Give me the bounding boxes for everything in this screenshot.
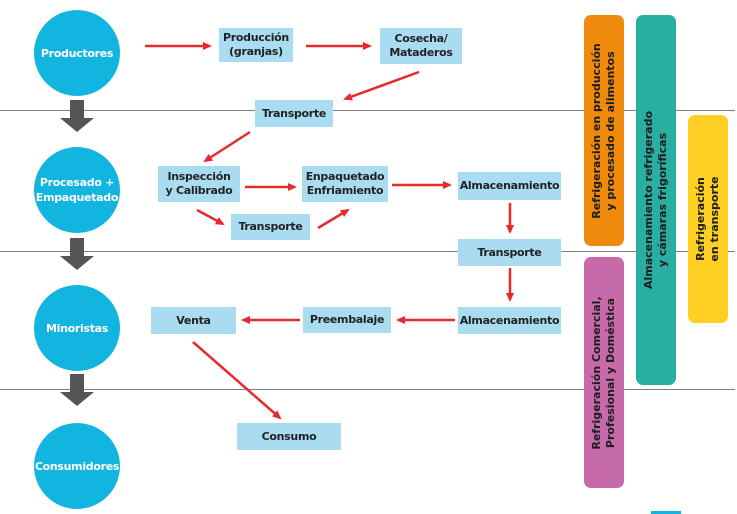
divider-line-2 <box>0 251 735 252</box>
box-transporte-3: Transporte <box>458 239 561 266</box>
divider-line-3 <box>0 389 735 390</box>
stage-arrow-1 <box>60 100 94 132</box>
flow-arrow-venta-consumo <box>192 341 282 420</box>
box-preembalaje: Preembalaje <box>303 307 391 333</box>
stage-procesado: Procesado + Empaquetado <box>34 147 120 233</box>
box-consumo: Consumo <box>237 423 341 450</box>
stage-minoristas: Minoristas <box>34 285 120 371</box>
bar-refrigeracion-transporte: Refrigeración en transporte <box>688 115 728 323</box>
flow-arrow-cosecha-transporte <box>343 70 420 101</box>
bar-label: Almacenamiento refrigerado y cámaras fri… <box>642 110 669 290</box>
bar-label: Refrigeración Comercial, Profesional y D… <box>590 295 617 450</box>
bar-label: Refrigeración en transporte <box>694 176 721 262</box>
box-almacenamiento-1: Almacenamiento <box>458 172 561 200</box>
flow-arrow-inspeccion-transporte <box>196 208 225 226</box>
stage-label: Minoristas <box>45 321 109 335</box>
bar-refrigeracion-produccion: Refrigeración en producción y procesado … <box>584 15 624 246</box>
stage-label: Productores <box>40 46 114 60</box>
box-produccion: Producción (granjas) <box>219 28 293 62</box>
stage-productores: Productores <box>34 10 120 96</box>
divider-line-1 <box>0 110 735 111</box>
bar-almacenamiento-refrigerado: Almacenamiento refrigerado y cámaras fri… <box>636 15 676 385</box>
box-empaquetado: Enpaquetado Enfriamiento <box>302 166 388 202</box>
box-inspeccion: Inspección y Calibrado <box>158 166 240 202</box>
box-cosecha: Cosecha/ Mataderos <box>380 28 462 64</box>
bar-label: Refrigeración en producción y procesado … <box>590 42 617 219</box>
flow-arrow-transporte-inspeccion <box>203 130 251 163</box>
box-transporte-2: Transporte <box>231 214 310 240</box>
stage-consumidores: Consumidores <box>34 423 120 509</box>
stage-label: Procesado + Empaquetado <box>35 176 119 204</box>
footer-caption-fragment <box>651 511 681 514</box>
stage-label: Consumidores <box>34 459 120 473</box>
box-venta: Venta <box>151 307 236 334</box>
bar-refrigeracion-comercial: Refrigeración Comercial, Profesional y D… <box>584 257 624 488</box>
flow-arrow-transporte-empaquetado <box>317 208 350 230</box>
box-almacenamiento-2: Almacenamiento <box>458 307 561 334</box>
stage-arrow-3 <box>60 374 94 406</box>
stage-arrow-2 <box>60 238 94 270</box>
box-transporte-1: Transporte <box>255 100 333 127</box>
